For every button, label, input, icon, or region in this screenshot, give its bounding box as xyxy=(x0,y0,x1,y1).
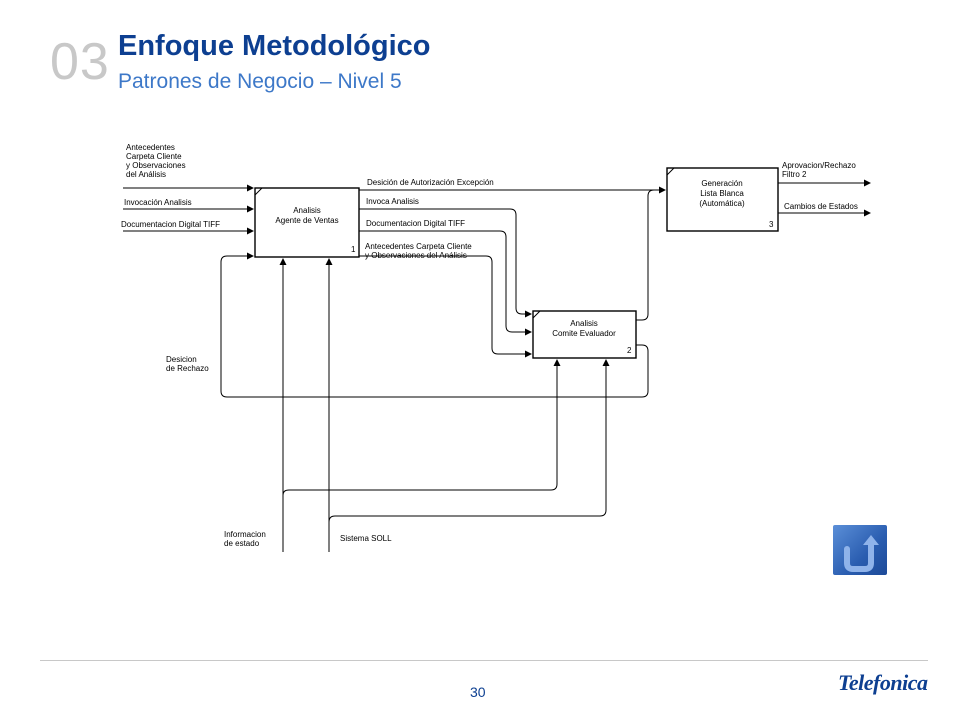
return-button[interactable] xyxy=(833,525,887,575)
label-cambios-estados: Cambios de Estados xyxy=(784,202,858,211)
box-1-number: 1 xyxy=(351,245,356,254)
label-invoca-analisis: Invoca Analisis xyxy=(366,197,419,206)
label-documentacion-tiff: Documentacion Digital TIFF xyxy=(366,219,465,228)
label-invocacion-analisis: Invocación Analisis xyxy=(124,198,192,207)
process-box-1: Analisis Agente de Ventas 1 xyxy=(254,187,360,258)
box-3-number: 3 xyxy=(769,220,774,229)
process-box-3: Generación Lista Blanca (Automática) 3 xyxy=(666,167,779,232)
label-aprovacion-rechazo-1: Aprovacion/Rechazo xyxy=(782,161,856,170)
box-2-number: 2 xyxy=(627,346,632,355)
label-antecedentes-2: Carpeta Cliente xyxy=(126,152,182,161)
label-informacion-estado-2: de estado xyxy=(224,539,260,548)
box-3-line-2: Lista Blanca xyxy=(700,189,744,198)
label-aprovacion-rechazo-2: Filtro 2 xyxy=(782,170,807,179)
label-antecedentes-4: del Análisis xyxy=(126,170,166,179)
arrow-invoca-analisis xyxy=(359,208,532,318)
box-2-line-1: Analisis xyxy=(570,319,598,328)
label-desicion-autorizacion: Desición de Autorización Excepción xyxy=(367,178,494,187)
box-3-line-3: (Automática) xyxy=(699,199,745,208)
arrow-desicion-rechazo xyxy=(220,252,649,398)
page-subtitle: Patrones de Negocio – Nivel 5 xyxy=(118,70,402,93)
footer-divider xyxy=(40,660,928,661)
telefonica-logo: Telefonica xyxy=(838,670,928,695)
arrow-informacion-estado-box2 xyxy=(282,359,561,496)
label-antecedentes-3: y Observaciones xyxy=(126,161,186,170)
arrow-sistema-soll-box2 xyxy=(328,359,610,523)
process-box-2: Analisis Comite Evaluador 2 xyxy=(532,310,637,359)
box-2-line-2: Comite Evaluador xyxy=(552,329,616,338)
box-1-line-1: Analisis xyxy=(293,206,321,215)
label-desicion-rechazo-2: de Rechazo xyxy=(166,364,209,373)
label-antecedentes-mid-2: y Observaciones del Análisis xyxy=(365,251,467,260)
arrow-antecedentes-mid xyxy=(359,255,532,358)
label-informacion-estado-1: Informacion xyxy=(224,530,266,539)
label-antecedentes-1: Antecedentes xyxy=(126,143,175,152)
page-number: 30 xyxy=(470,684,486,700)
diagram-labels: Antecedentes Carpeta Cliente y Observaci… xyxy=(121,143,858,548)
label-desicion-rechazo-1: Desicion xyxy=(166,355,197,364)
box-1-line-2: Agente de Ventas xyxy=(275,216,338,225)
arrow-box2-to-box3 xyxy=(636,189,655,321)
label-documentacion-input: Documentacion Digital TIFF xyxy=(121,220,220,229)
box-3-line-1: Generación xyxy=(701,179,742,188)
arrow-documentacion-tiff xyxy=(359,230,532,336)
u-turn-arrow-icon xyxy=(844,535,879,572)
label-sistema-soll: Sistema SOLL xyxy=(340,534,392,543)
label-antecedentes-mid-1: Antecedentes Carpeta Cliente xyxy=(365,242,472,251)
page-title: Enfoque Metodológico xyxy=(118,30,431,62)
section-number: 03 xyxy=(50,33,110,91)
